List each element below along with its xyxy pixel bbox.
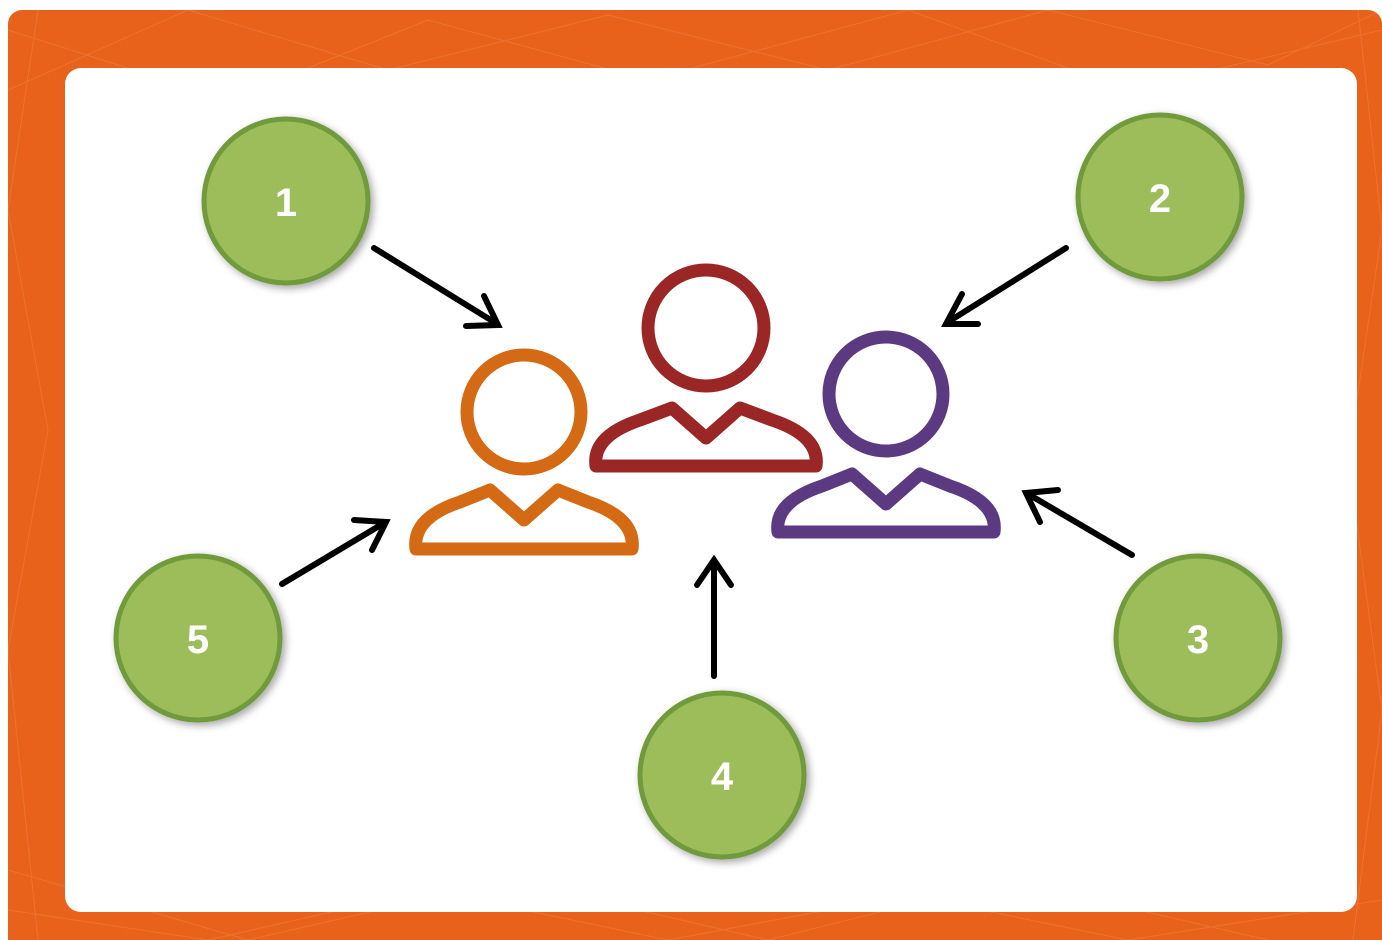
- arrowhead-2: [941, 291, 981, 327]
- arrowhead-4: [694, 554, 734, 588]
- person-icon-purple: [771, 330, 1001, 539]
- badge-1: 1: [201, 116, 371, 286]
- badge-4: 4: [637, 690, 807, 860]
- arrowhead-1: [463, 293, 503, 329]
- arrow-5: [279, 520, 387, 587]
- badge-5: 5: [113, 553, 283, 723]
- arrow-1: [371, 245, 497, 325]
- badge-label: 5: [187, 618, 209, 662]
- person-icon-orange: [409, 348, 639, 556]
- arrow-3: [1025, 491, 1135, 558]
- badge-3: 3: [1113, 553, 1283, 723]
- arrowhead-5: [351, 517, 391, 553]
- arrow-2: [945, 245, 1069, 325]
- badge-label: 3: [1187, 618, 1209, 662]
- badge-label: 2: [1149, 177, 1171, 221]
- person-icon-red: [589, 263, 823, 473]
- badge-2: 2: [1075, 112, 1245, 282]
- arrowhead-3: [1021, 487, 1061, 525]
- badge-label: 4: [711, 755, 734, 799]
- badge-label: 1: [275, 181, 297, 225]
